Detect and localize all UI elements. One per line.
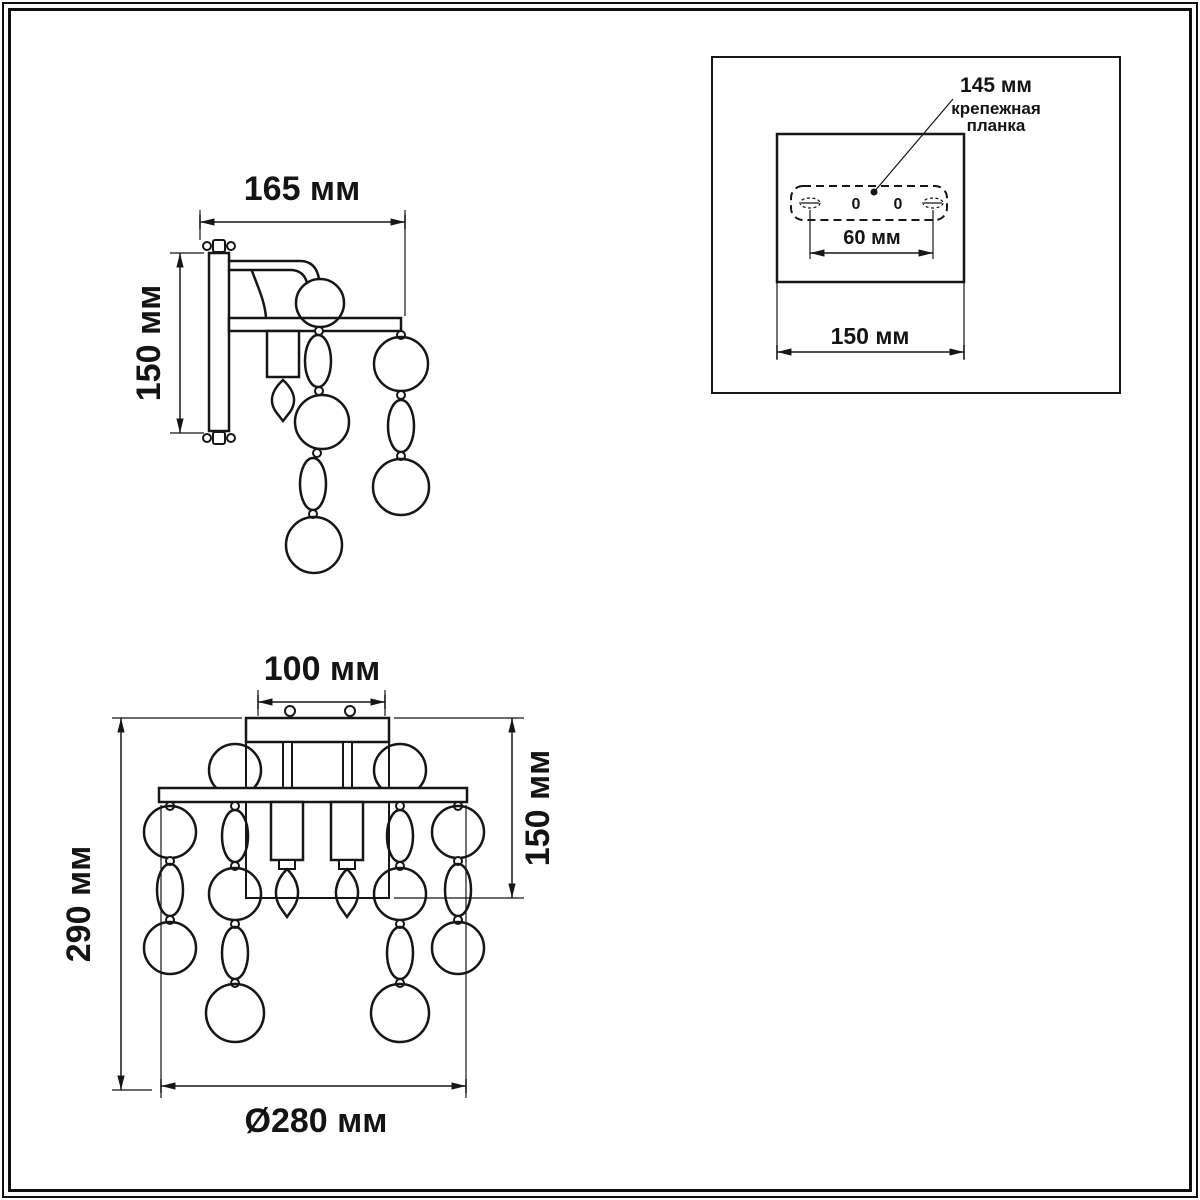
- decor-chain: [284, 277, 351, 575]
- decor-chain: [371, 330, 431, 517]
- plate-width-label: 150 мм: [831, 323, 910, 349]
- decor-chain: [204, 801, 266, 1044]
- total-height-dimension: 290 мм: [60, 717, 242, 1091]
- total-height-label: 290 мм: [60, 846, 98, 962]
- diameter-dimension: Ø280 мм: [160, 805, 467, 1140]
- diameter-label: Ø280 мм: [245, 1102, 388, 1140]
- candle-sockets: [269, 800, 365, 920]
- side-width-label: 165 мм: [244, 170, 360, 208]
- bracket-hole-right: 0: [894, 196, 903, 213]
- upper-height-dimension: 150 мм: [394, 717, 557, 899]
- holes-spacing-label: 60 мм: [843, 227, 900, 249]
- lamp-arms: [227, 259, 403, 333]
- decor-chain: [430, 801, 486, 976]
- mount-plate: [775, 132, 966, 284]
- canopy-width-label: 100 мм: [264, 650, 380, 688]
- side-height-label: 150 мм: [130, 285, 168, 401]
- front-view: 100 мм 150 мм 290 мм: [60, 650, 557, 1140]
- decor-chain: [142, 801, 198, 976]
- canopy-width-dimension: 100 мм: [257, 650, 386, 716]
- mount-detail-view: 0 0 145 мм крепежная планка 60 мм: [711, 56, 1121, 394]
- holes-spacing-dimension: 60 мм: [809, 210, 934, 259]
- side-height-dimension: 150 мм: [130, 252, 204, 434]
- bracket-hole-left: 0: [852, 196, 861, 213]
- side-width-dimension: 165 мм: [199, 170, 406, 316]
- plate-width-dimension: 150 мм: [776, 282, 965, 360]
- candle-socket: [265, 329, 301, 424]
- decor-chain: [369, 801, 431, 1044]
- detail-box: [711, 56, 1121, 394]
- mounting-bracket: 0 0: [790, 185, 948, 221]
- upper-height-label: 150 мм: [519, 750, 557, 866]
- bracket-name-line2: планка: [967, 116, 1026, 135]
- bracket-name-line1: крепежная: [951, 99, 1041, 118]
- bracket-callout: 145 мм крепежная планка: [870, 74, 1041, 196]
- side-view: 165 мм 150 мм: [130, 170, 431, 575]
- wall-plate: [202, 239, 236, 445]
- cross-bar: [157, 786, 469, 804]
- bracket-length-label: 145 мм: [960, 74, 1032, 97]
